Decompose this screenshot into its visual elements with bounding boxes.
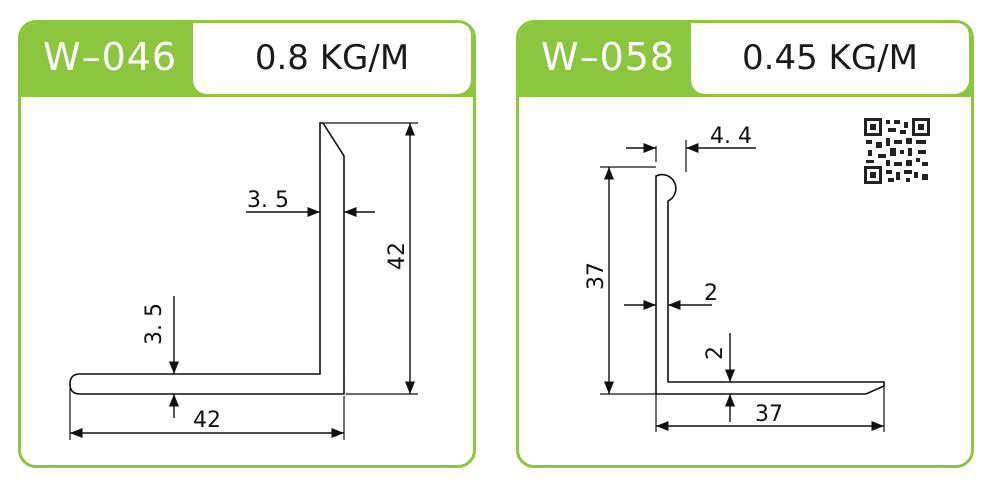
angle-profile-w046: [69, 122, 345, 395]
bead-profile-w058: [655, 173, 885, 395]
dim-label: 3. 5: [142, 303, 167, 345]
extension-lines: [69, 122, 418, 440]
dim-label: 2: [703, 346, 728, 360]
dim-label: 4. 4: [710, 124, 752, 149]
dim-label: 37: [755, 402, 783, 427]
dim-label: 42: [385, 242, 410, 270]
profile-weight: 0.45 KG/M: [742, 38, 918, 78]
qr-code-icon: [864, 118, 930, 184]
dim-label: 37: [584, 262, 609, 290]
profile-code: W–046: [43, 35, 178, 79]
profile-weight: 0.8 KG/M: [254, 38, 410, 78]
card-header: W–058 0.45 KG/M: [519, 23, 971, 97]
dim-label: 2: [704, 281, 718, 306]
dim-label: 42: [193, 408, 221, 433]
profile-code: W–058: [541, 35, 676, 79]
dim-label: 3. 5: [247, 188, 289, 213]
weight-box: 0.8 KG/M: [193, 23, 471, 94]
weight-box: 0.45 KG/M: [691, 23, 969, 94]
card-header: W–046 0.8 KG/M: [21, 23, 473, 97]
extension-lines: [600, 140, 885, 432]
